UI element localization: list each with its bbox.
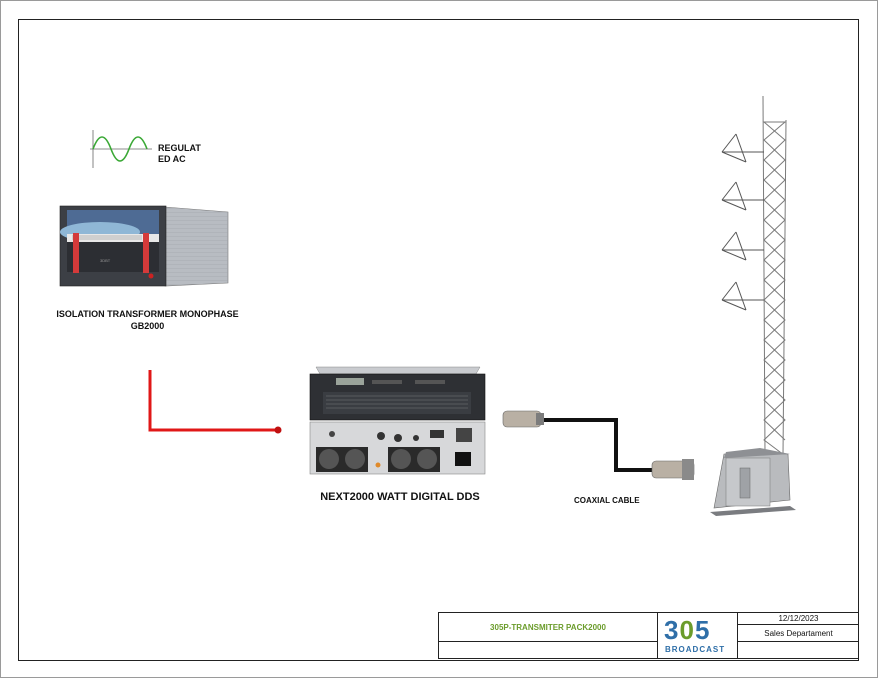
regulated-ac-label: REGULAT ED AC xyxy=(158,143,201,164)
logo-text: BROADCAST xyxy=(665,645,726,654)
project-name: 305P-TRANSMITER PACK2000 xyxy=(439,613,658,642)
logo-number-suffix: 5 xyxy=(694,615,711,645)
power-line-endpoint xyxy=(274,426,282,434)
equipment-shelter xyxy=(710,448,796,516)
department-cell: Sales Departament xyxy=(738,625,859,642)
logo-number-o: 0 xyxy=(679,615,695,645)
dipole-antenna-3 xyxy=(721,231,764,261)
logo-number: 305 xyxy=(664,617,710,643)
power-line xyxy=(148,370,278,432)
isolation-label-line1: ISOLATION TRANSFORMER MONOPHASE xyxy=(56,309,239,319)
dipole-antenna-1 xyxy=(721,133,764,163)
date-cell: 12/12/2023 xyxy=(738,613,859,625)
company-logo: 305 BROADCAST xyxy=(658,613,738,659)
title-block-empty-cell xyxy=(439,642,658,659)
dipole-antenna-2 xyxy=(721,181,764,211)
dipole-antenna-4 xyxy=(721,281,764,311)
title-block-empty-cell-2 xyxy=(738,642,859,659)
transmitter-label: NEXT2000 WATT DIGITAL DDS xyxy=(320,491,480,503)
title-block: 305P-TRANSMITER PACK2000 305 BROADCAST 1… xyxy=(438,612,859,659)
coaxial-cable-label: COAXIAL CABLE xyxy=(574,496,640,505)
drawing-frame xyxy=(18,19,859,661)
antenna-tower xyxy=(721,95,787,456)
coaxial-cable xyxy=(502,410,695,480)
transformer-panel-text: 3DBT xyxy=(100,258,111,263)
isolation-transformer-label: ISOLATION TRANSFORMER MONOPHASE GB2000 xyxy=(40,308,255,332)
isolation-label-line2: GB2000 xyxy=(130,321,165,331)
sine-wave-icon xyxy=(90,130,152,168)
isolation-transformer-unit: 3DBT xyxy=(59,205,229,287)
transmitter-unit xyxy=(309,366,486,475)
logo-number-prefix: 3 xyxy=(664,615,680,645)
